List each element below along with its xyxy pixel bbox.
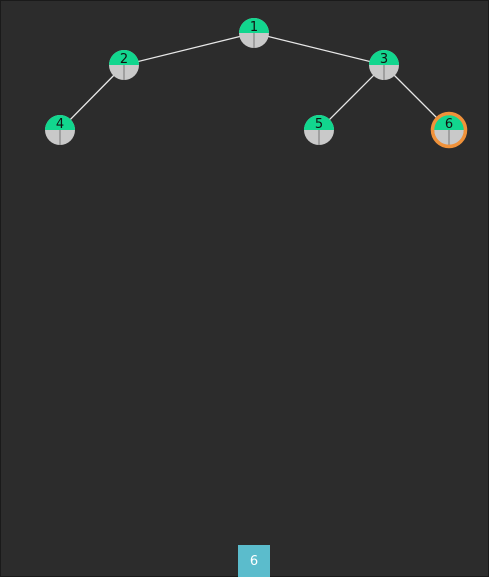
edge-3-5: [318, 64, 385, 131]
tree-node-2[interactable]: 2: [109, 50, 139, 80]
node-upper-half: [45, 115, 75, 130]
edge-1-2: [123, 32, 255, 66]
node-label-2: 2: [120, 52, 128, 67]
node-upper-half: [109, 50, 139, 65]
node-label-6: 6: [445, 117, 453, 132]
tree-node-5[interactable]: 5: [304, 115, 334, 145]
node-label-4: 4: [56, 117, 64, 132]
node-label-3: 3: [380, 52, 388, 67]
node-upper-half: [434, 115, 464, 130]
node-upper-half: [369, 50, 399, 65]
node-label-1: 1: [250, 20, 258, 35]
highlight-ring: [430, 111, 468, 149]
node-upper-half: [239, 18, 269, 33]
tree-node-4[interactable]: 4: [45, 115, 75, 145]
edge-1-3: [253, 32, 385, 66]
tree-node-1[interactable]: 1: [239, 18, 269, 48]
current-value-box: 6: [238, 545, 270, 577]
node-upper-half: [304, 115, 334, 130]
edge-2-4: [59, 64, 125, 131]
tree-node-3[interactable]: 3: [369, 50, 399, 80]
tree-node-6[interactable]: 6: [430, 111, 468, 149]
node-label-5: 5: [315, 117, 323, 132]
